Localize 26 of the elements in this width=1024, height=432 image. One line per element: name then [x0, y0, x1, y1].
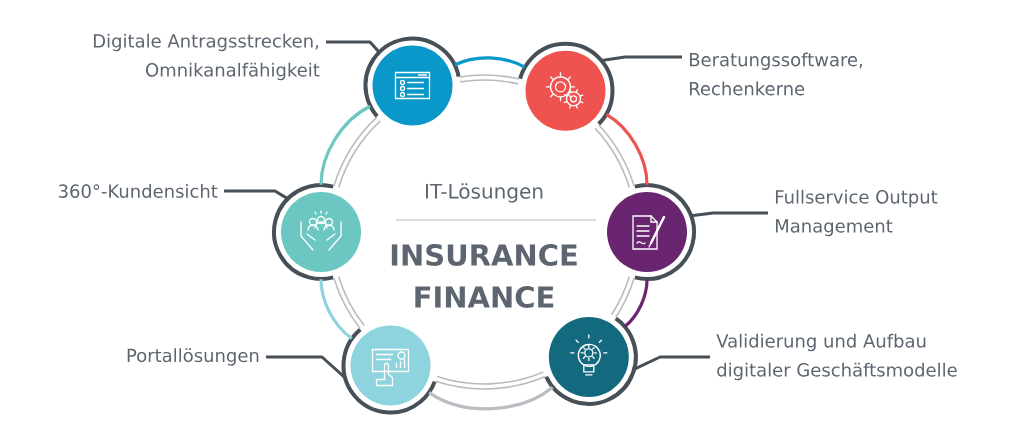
ring-segment [319, 104, 382, 189]
title: INSURANCE FINANCE [391, 244, 577, 308]
leader-line [266, 355, 346, 379]
icon-circle [607, 183, 696, 281]
leader-line [691, 211, 768, 218]
callout-text: Portallösungen [127, 348, 259, 366]
callout-text: 360°-Kundensicht [58, 184, 218, 198]
ring-segment [454, 56, 526, 85]
callout-text: Digitale Antragsstrecken, Omnikanalfähigkeit [94, 33, 320, 81]
leader-line [326, 40, 381, 54]
icon-circle [363, 36, 461, 126]
ring-segment [428, 371, 554, 411]
ring-segment [319, 275, 366, 340]
heading: IT-Lösungen [426, 183, 543, 203]
icon-circle [518, 41, 615, 131]
leader-line [601, 55, 682, 62]
icon-circle [544, 316, 638, 406]
leader-line [224, 189, 289, 200]
icon-circle [341, 325, 437, 415]
callout-text: Fullservice Output Management [776, 189, 938, 237]
ring-segment [594, 113, 649, 189]
icon-circle [272, 183, 361, 281]
ring-segment [610, 275, 649, 328]
callout-text: Validierung und Aufbau digitaler Geschäftsmodelle [716, 333, 957, 381]
leader-line [633, 355, 710, 371]
callout-text: Beratungssoftware, Rechenkerne [690, 52, 862, 96]
